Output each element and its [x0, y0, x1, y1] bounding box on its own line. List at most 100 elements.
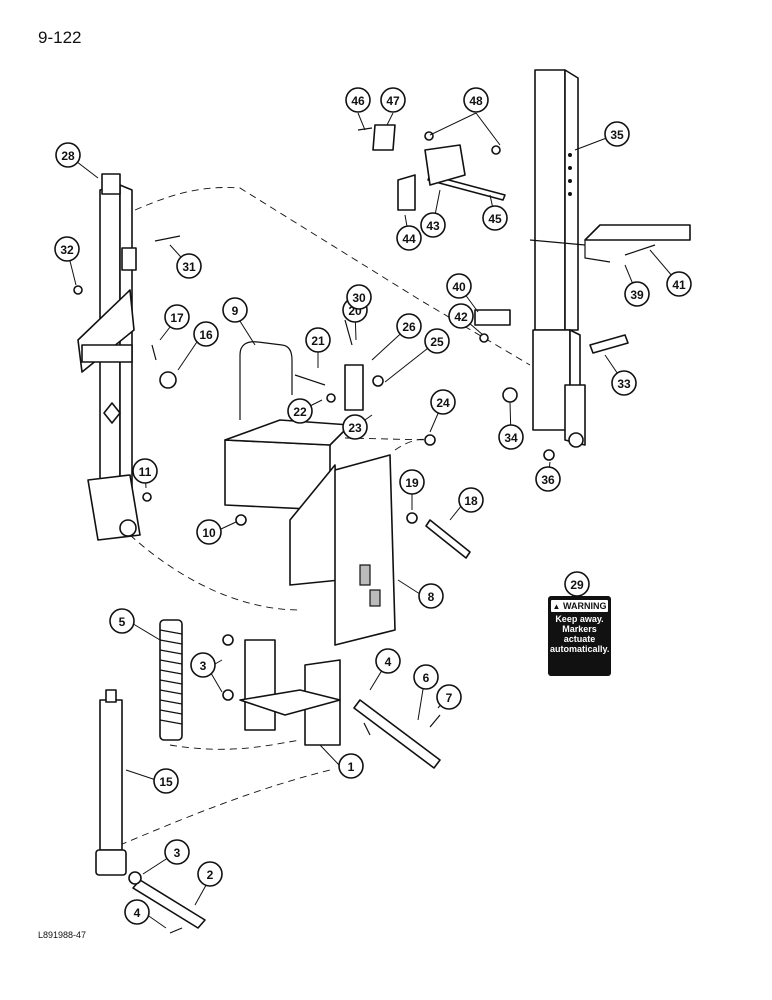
figure-id: L891988-47	[38, 930, 87, 940]
part-1-lower-bracket	[239, 639, 341, 746]
svg-text:41: 41	[672, 278, 686, 292]
callout-29: 29	[564, 571, 590, 597]
page-number: 9-122	[38, 28, 82, 47]
callout-39: 39	[624, 281, 650, 307]
callout-24: 24	[430, 389, 456, 415]
svg-text:19: 19	[405, 476, 419, 490]
warning-heading-text: WARNING	[562, 601, 607, 611]
callout-6: 6	[413, 664, 439, 690]
part-6-pin	[353, 699, 441, 769]
callout-33: 33	[611, 370, 637, 396]
svg-text:15: 15	[159, 775, 173, 789]
callout-17: 17	[164, 304, 190, 330]
svg-text:21: 21	[311, 334, 325, 348]
svg-text:7: 7	[446, 691, 453, 705]
callout-41: 41	[666, 271, 692, 297]
svg-text:5: 5	[119, 615, 126, 629]
part-8-mount-bracket	[224, 419, 396, 646]
svg-text:18: 18	[464, 494, 478, 508]
callout-44: 44	[396, 225, 422, 251]
svg-text:47: 47	[386, 94, 400, 108]
part-33-bolt	[589, 334, 629, 354]
callout-32: 32	[54, 236, 80, 262]
callout-8: 8	[418, 583, 444, 609]
warning-message: Keep away. Markers actuate automatically…	[548, 614, 611, 654]
svg-text:6: 6	[423, 671, 430, 685]
callout-4a: 4	[375, 648, 401, 674]
svg-text:32: 32	[60, 243, 74, 257]
svg-text:48: 48	[469, 94, 483, 108]
callout-23: 23	[342, 414, 368, 440]
warning-line: actuate	[563, 634, 596, 644]
part-18-bolt	[425, 519, 471, 559]
warning-triangle-icon: ▲	[552, 602, 561, 611]
svg-text:29: 29	[570, 578, 584, 592]
callout-11: 11	[132, 458, 158, 484]
svg-text:16: 16	[199, 328, 213, 342]
svg-text:39: 39	[630, 288, 644, 302]
callout-34: 34	[498, 424, 524, 450]
callout-1: 1	[338, 753, 364, 779]
warning-decal: ▲ WARNING Keep away. Markers actuate aut…	[548, 596, 611, 676]
callout-19: 19	[399, 469, 425, 495]
part-39-bracket	[584, 224, 691, 263]
callout-31: 31	[176, 253, 202, 279]
warning-line: Markers	[562, 624, 597, 634]
svg-text:1: 1	[348, 760, 355, 774]
callout-25: 25	[424, 328, 450, 354]
svg-text:4: 4	[134, 906, 141, 920]
callout-40: 40	[446, 273, 472, 299]
callout-3a: 3	[164, 839, 190, 865]
callout-2: 2	[197, 861, 223, 887]
svg-text:28: 28	[61, 149, 75, 163]
svg-text:43: 43	[426, 219, 440, 233]
svg-text:46: 46	[351, 94, 365, 108]
svg-text:25: 25	[430, 335, 444, 349]
callout-30: 30	[346, 284, 372, 310]
svg-text:44: 44	[402, 232, 416, 246]
callout-9: 9	[222, 297, 248, 323]
warning-line: automatically.	[550, 644, 610, 654]
svg-text:24: 24	[436, 396, 450, 410]
svg-text:22: 22	[293, 405, 307, 419]
svg-text:30: 30	[352, 291, 366, 305]
part-9-u-bolt	[239, 341, 293, 420]
svg-text:45: 45	[488, 212, 502, 226]
callout-21: 21	[305, 327, 331, 353]
callout-45: 45	[482, 205, 508, 231]
svg-text:40: 40	[452, 280, 466, 294]
callout-35: 35	[604, 121, 630, 147]
callout-43: 43	[420, 212, 446, 238]
callout-16: 16	[193, 321, 219, 347]
callout-42: 42	[448, 303, 474, 329]
svg-text:10: 10	[202, 526, 216, 540]
svg-text:36: 36	[541, 473, 555, 487]
svg-text:11: 11	[139, 465, 152, 479]
svg-text:2: 2	[207, 868, 214, 882]
part-15-cylinder	[95, 689, 127, 876]
warning-line: Keep away.	[555, 614, 604, 624]
svg-text:9: 9	[232, 304, 239, 318]
callout-47: 47	[380, 87, 406, 113]
svg-text:34: 34	[504, 431, 518, 445]
callout-26: 26	[396, 313, 422, 339]
svg-text:31: 31	[182, 260, 196, 274]
callout-15: 15	[153, 768, 179, 794]
svg-text:26: 26	[402, 320, 416, 334]
svg-text:8: 8	[428, 590, 435, 604]
svg-text:23: 23	[348, 421, 362, 435]
callout-5: 5	[109, 608, 135, 634]
svg-text:3: 3	[200, 659, 207, 673]
callout-18: 18	[458, 487, 484, 513]
part-2-pin	[132, 879, 206, 929]
svg-text:17: 17	[170, 311, 184, 325]
svg-text:35: 35	[610, 128, 624, 142]
callout-28: 28	[55, 142, 81, 168]
callout-36: 36	[535, 466, 561, 492]
part-28-upright-mast	[77, 173, 141, 541]
callout-22: 22	[287, 398, 313, 424]
callout-3b: 3	[190, 652, 216, 678]
svg-text:4: 4	[385, 655, 392, 669]
svg-text:3: 3	[174, 846, 181, 860]
